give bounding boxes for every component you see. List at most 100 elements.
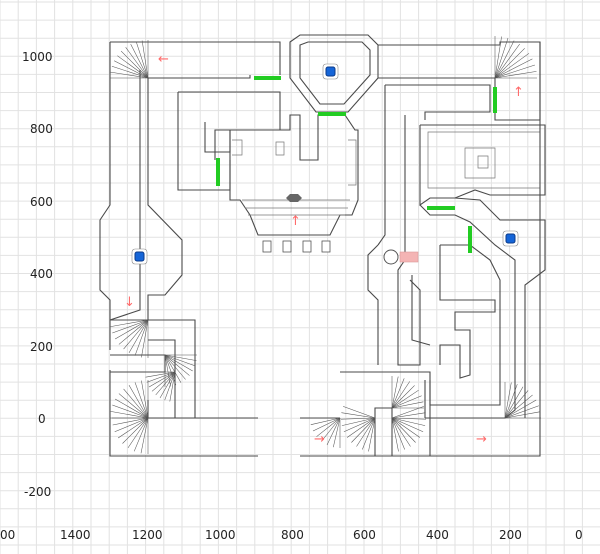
stair-step (504, 411, 541, 419)
stair-step (114, 319, 149, 340)
stair-step (494, 48, 525, 79)
stair-step (112, 417, 149, 426)
staircases (110, 36, 541, 454)
stair-step (391, 395, 422, 409)
stair-step (494, 36, 502, 79)
upper-left-room (177, 91, 281, 191)
stair-bottom-right (504, 382, 541, 419)
stair-step (118, 319, 149, 345)
robot-marker-left[interactable] (134, 251, 145, 262)
stair-step (120, 50, 149, 79)
stair-step (130, 43, 149, 79)
stair-step (164, 354, 186, 380)
stair-step (391, 417, 424, 433)
stair-step (110, 411, 149, 419)
stair-step (164, 371, 176, 401)
stair-step (164, 354, 190, 376)
y-axis: 1000 800 600 400 200 0 -200 (22, 50, 53, 499)
stair-step (169, 371, 176, 402)
robot-marker-right[interactable] (505, 233, 516, 244)
stair-step (351, 417, 376, 443)
stair-step (112, 404, 149, 419)
stair-step (316, 417, 341, 437)
stair-step (494, 40, 515, 79)
stair-step (494, 64, 535, 79)
stair-step (346, 417, 376, 438)
stair-step (391, 417, 405, 450)
stair-step (125, 47, 149, 79)
chair-row (262, 240, 331, 253)
stair-step (504, 394, 533, 419)
y-tick: 800 (30, 122, 53, 136)
stair-step (128, 384, 149, 419)
stair-step (123, 388, 149, 419)
arrow-bottom-right: → (476, 432, 487, 447)
stair-left-low2 (145, 371, 176, 402)
stair-step (391, 385, 415, 409)
y-tick: 200 (30, 340, 53, 354)
stair-step (391, 378, 405, 409)
hexagon-marker (286, 194, 302, 202)
x-tick-edge: 00 (0, 528, 15, 542)
stair-step (504, 382, 512, 419)
stair-step (391, 381, 411, 409)
stair-step (494, 58, 533, 79)
stair-step (391, 417, 427, 420)
stair-step (164, 354, 193, 372)
stair-step (155, 371, 176, 396)
x-tick: 1200 (132, 528, 163, 542)
x-tick: 1000 (205, 528, 236, 542)
stair-step (134, 382, 149, 419)
stair-step (111, 66, 149, 79)
stair-step (110, 71, 149, 79)
stair-step (504, 390, 529, 419)
stair-step (391, 417, 426, 426)
markers[interactable] (131, 63, 519, 265)
x-tick: 800 (281, 528, 304, 542)
stair-step (128, 319, 149, 354)
stair-bottom-center-right (391, 406, 427, 452)
stair-step (134, 319, 149, 356)
stair-step (148, 371, 176, 388)
stair-step (141, 319, 149, 358)
stair-step (391, 389, 419, 409)
x-tick: 200 (499, 528, 522, 542)
stair-step (112, 319, 149, 334)
stair-step (127, 417, 149, 449)
stair-step (114, 398, 149, 419)
stair-step (494, 43, 520, 79)
right-mid-corridor (367, 244, 431, 365)
arrow-top-left: ← (158, 52, 169, 67)
stair-bottom-center-top (391, 376, 424, 409)
stair-step (123, 319, 149, 350)
stair-step (362, 417, 376, 450)
stair-step (504, 405, 539, 419)
stair-step (391, 412, 426, 419)
upper-left-room-inner (204, 122, 231, 153)
stair-step (146, 371, 176, 383)
stair-step (114, 417, 149, 433)
stair-step (340, 417, 376, 420)
top-right-corridor (378, 41, 541, 121)
stair-step (391, 417, 399, 452)
x-axis: 00 1400 1200 1000 800 600 400 200 0 (0, 528, 583, 542)
arrow-bottom-center: → (314, 432, 325, 447)
stair-step (164, 354, 182, 383)
blocked-zone (399, 251, 419, 263)
stair-step (494, 53, 530, 79)
stair-step (504, 399, 537, 419)
right-loop (429, 244, 501, 406)
stair-step (494, 71, 537, 79)
stair-step (113, 60, 149, 79)
y-tick: 600 (30, 195, 53, 209)
right-building-inner (427, 131, 541, 189)
stair-step (145, 371, 176, 378)
y-tick: 1000 (22, 50, 53, 64)
robot-marker-top[interactable] (325, 66, 336, 77)
y-tick: 400 (30, 267, 53, 281)
stair-step (164, 354, 196, 367)
stair-step (391, 401, 424, 409)
stair-step (391, 376, 399, 409)
